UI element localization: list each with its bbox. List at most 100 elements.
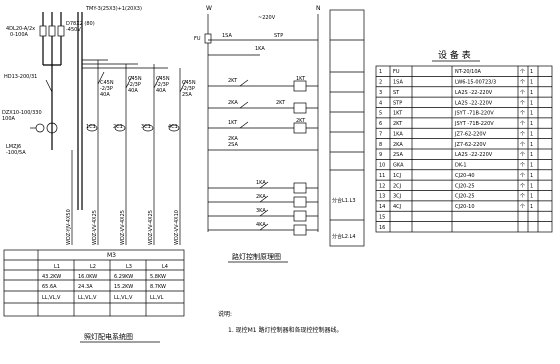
relay-3ka: 3KA (256, 208, 266, 214)
side-label-2: 分合L2.L4 (332, 233, 356, 240)
equipment-cell: DK-1 (455, 163, 467, 169)
cable-1: WDZ-VV-4X25 (92, 210, 98, 245)
ka-label: 1KA (255, 46, 265, 52)
cell: LL,VL,V (78, 295, 97, 301)
equipment-cell: 个 (520, 111, 525, 117)
cable-3: WDZ-VV-4X25 (148, 210, 154, 245)
equipment-cell: LA2S -22-220V (455, 100, 493, 106)
cell: LL,VL,V (114, 295, 133, 301)
equipment-cell: 1 (530, 183, 533, 189)
equipment-cell: 1SA (393, 80, 403, 86)
equipment-cell: 4CJ (393, 204, 401, 210)
equipment-cell: 11 (379, 173, 385, 179)
bus-label: TMY-3(25X3)+1(20X3) (85, 6, 142, 12)
cell: 65.6A (42, 284, 57, 290)
equipment-cell: 1 (530, 121, 533, 127)
equipment-cell: STP (393, 100, 402, 106)
distribution-caption: 照灯配电系统图 (84, 332, 133, 341)
equipment-cell: 3CJ (393, 194, 401, 200)
equipment-cell: 1 (530, 142, 533, 148)
voltage-label: ~220V (258, 15, 276, 21)
notes-label: 说明: (218, 310, 232, 318)
cell: 6.29KW (114, 274, 133, 280)
svg-text:100A: 100A (2, 116, 16, 122)
svg-text:40A: 40A (128, 88, 138, 94)
meter-label: DZX10-100/330 (2, 110, 42, 116)
phase-w: W (206, 5, 212, 12)
branch-circuits: C45N -2/3P 40A C45N -2/3P 40A C45N -2/3P… (66, 59, 196, 245)
equipment-cell: 2 (379, 80, 382, 86)
equipment-cell: JZ7-62-220V (454, 142, 487, 148)
load-table-title: M3 (107, 252, 116, 259)
col-l3: L3 (126, 264, 132, 270)
relay-2ka: 2KA (228, 100, 238, 106)
col-l4: L4 (162, 264, 168, 270)
equipment-cell: CJ20-10 (455, 204, 475, 210)
equipment-cell: 1 (530, 173, 533, 179)
equipment-cell: 个 (520, 152, 525, 158)
relay-2sa: 2SA (228, 142, 238, 148)
main-breaker-label: HD13-200/31 (4, 74, 37, 80)
cell: 5.8KW (150, 274, 166, 280)
loop-1: 1C1 (86, 124, 96, 130)
equipment-cell: LA2S -22-220V (455, 90, 493, 96)
col-l1: L1 (54, 264, 60, 270)
equipment-cell: LW6-15-00723/3 (455, 80, 496, 86)
load-table: M3 L1 L2 L3 L4 43.2KW 16.0KW 6.29KW 5.8K… (3, 249, 185, 343)
relay-1kt: 1KT (228, 120, 238, 126)
equipment-cell: 个 (520, 90, 525, 96)
equipment-cell: 6 (379, 121, 382, 127)
branch-breaker-3: C45N (156, 76, 170, 82)
equipment-cell: LA2S -22-220V (455, 152, 493, 158)
equipment-cell: 个 (520, 163, 525, 169)
cell: 15.2KW (114, 284, 133, 290)
loop-2: 2C1 (113, 124, 123, 130)
loop-3: 3C1 (141, 124, 151, 130)
equipment-cell: 1 (530, 111, 533, 117)
control-caption: 路灯控制原理图 (232, 252, 281, 261)
equipment-cell: NT-20/10A (455, 69, 482, 75)
relay-right-2: 2KT (276, 100, 286, 106)
equipment-cell: 1KA (393, 131, 403, 137)
equipment-cell: 个 (520, 100, 525, 106)
relay-right-1: 1KT (296, 76, 306, 82)
side-label-1: 分合L1.L3 (332, 197, 356, 204)
equipment-cell: 1 (530, 69, 533, 75)
notes: 说明: 1. 现控M1 路灯控制器和各现控控制器线。 (218, 310, 343, 334)
equipment-cell: GKA (393, 163, 404, 169)
equipment-cell: 个 (520, 183, 525, 189)
equipment-cell: 2KA (393, 142, 403, 148)
equipment-cell: 1KT (393, 111, 403, 117)
feeder-label-1: 4DL20-A/2x (6, 26, 35, 32)
svg-text:-2/3P: -2/3P (182, 86, 195, 92)
equipment-cell: 个 (520, 142, 525, 148)
cable-4: WDZ-VV-4X10 (174, 210, 180, 245)
equipment-cell: 1 (530, 80, 533, 86)
branch-breaker-2: C45N (128, 76, 142, 82)
relay-4ka: 4KA (256, 222, 266, 228)
equipment-cell: 个 (520, 80, 525, 86)
equipment-cell: 1 (530, 90, 533, 96)
equipment-cell: JSYT -71B-220V (454, 121, 494, 127)
control-diagram: W N FU ~220V 1SA STP 1KA 2KT 2KA 1KT 2KA… (194, 5, 365, 263)
stp-label: STP (274, 33, 283, 39)
equipment-cell: 7 (379, 131, 382, 137)
equipment-cell: 4 (379, 100, 382, 106)
feeder-label-5: -450V (66, 27, 81, 33)
equipment-cell: 13 (379, 194, 385, 200)
relay-2ka-c: 2KA (256, 194, 266, 200)
equipment-cell: 1 (530, 100, 533, 106)
equipment-cell: 个 (520, 121, 525, 127)
equipment-cell: 1 (379, 69, 382, 75)
relay-2kt: 2KT (228, 78, 238, 84)
cell: LL,VL (150, 295, 164, 301)
cable-main: WDZ-YJV-4X50 (66, 209, 72, 245)
equipment-cell: 1CJ (393, 173, 401, 179)
equipment-cell: 9 (379, 152, 382, 158)
loop-4: 4C1 (168, 124, 178, 130)
equipment-cell: 个 (520, 69, 525, 75)
notes-line-1: 1. 现控M1 路灯控制器和各现控控制器线。 (228, 326, 343, 334)
ct-label: LMZJ6 (6, 144, 21, 150)
